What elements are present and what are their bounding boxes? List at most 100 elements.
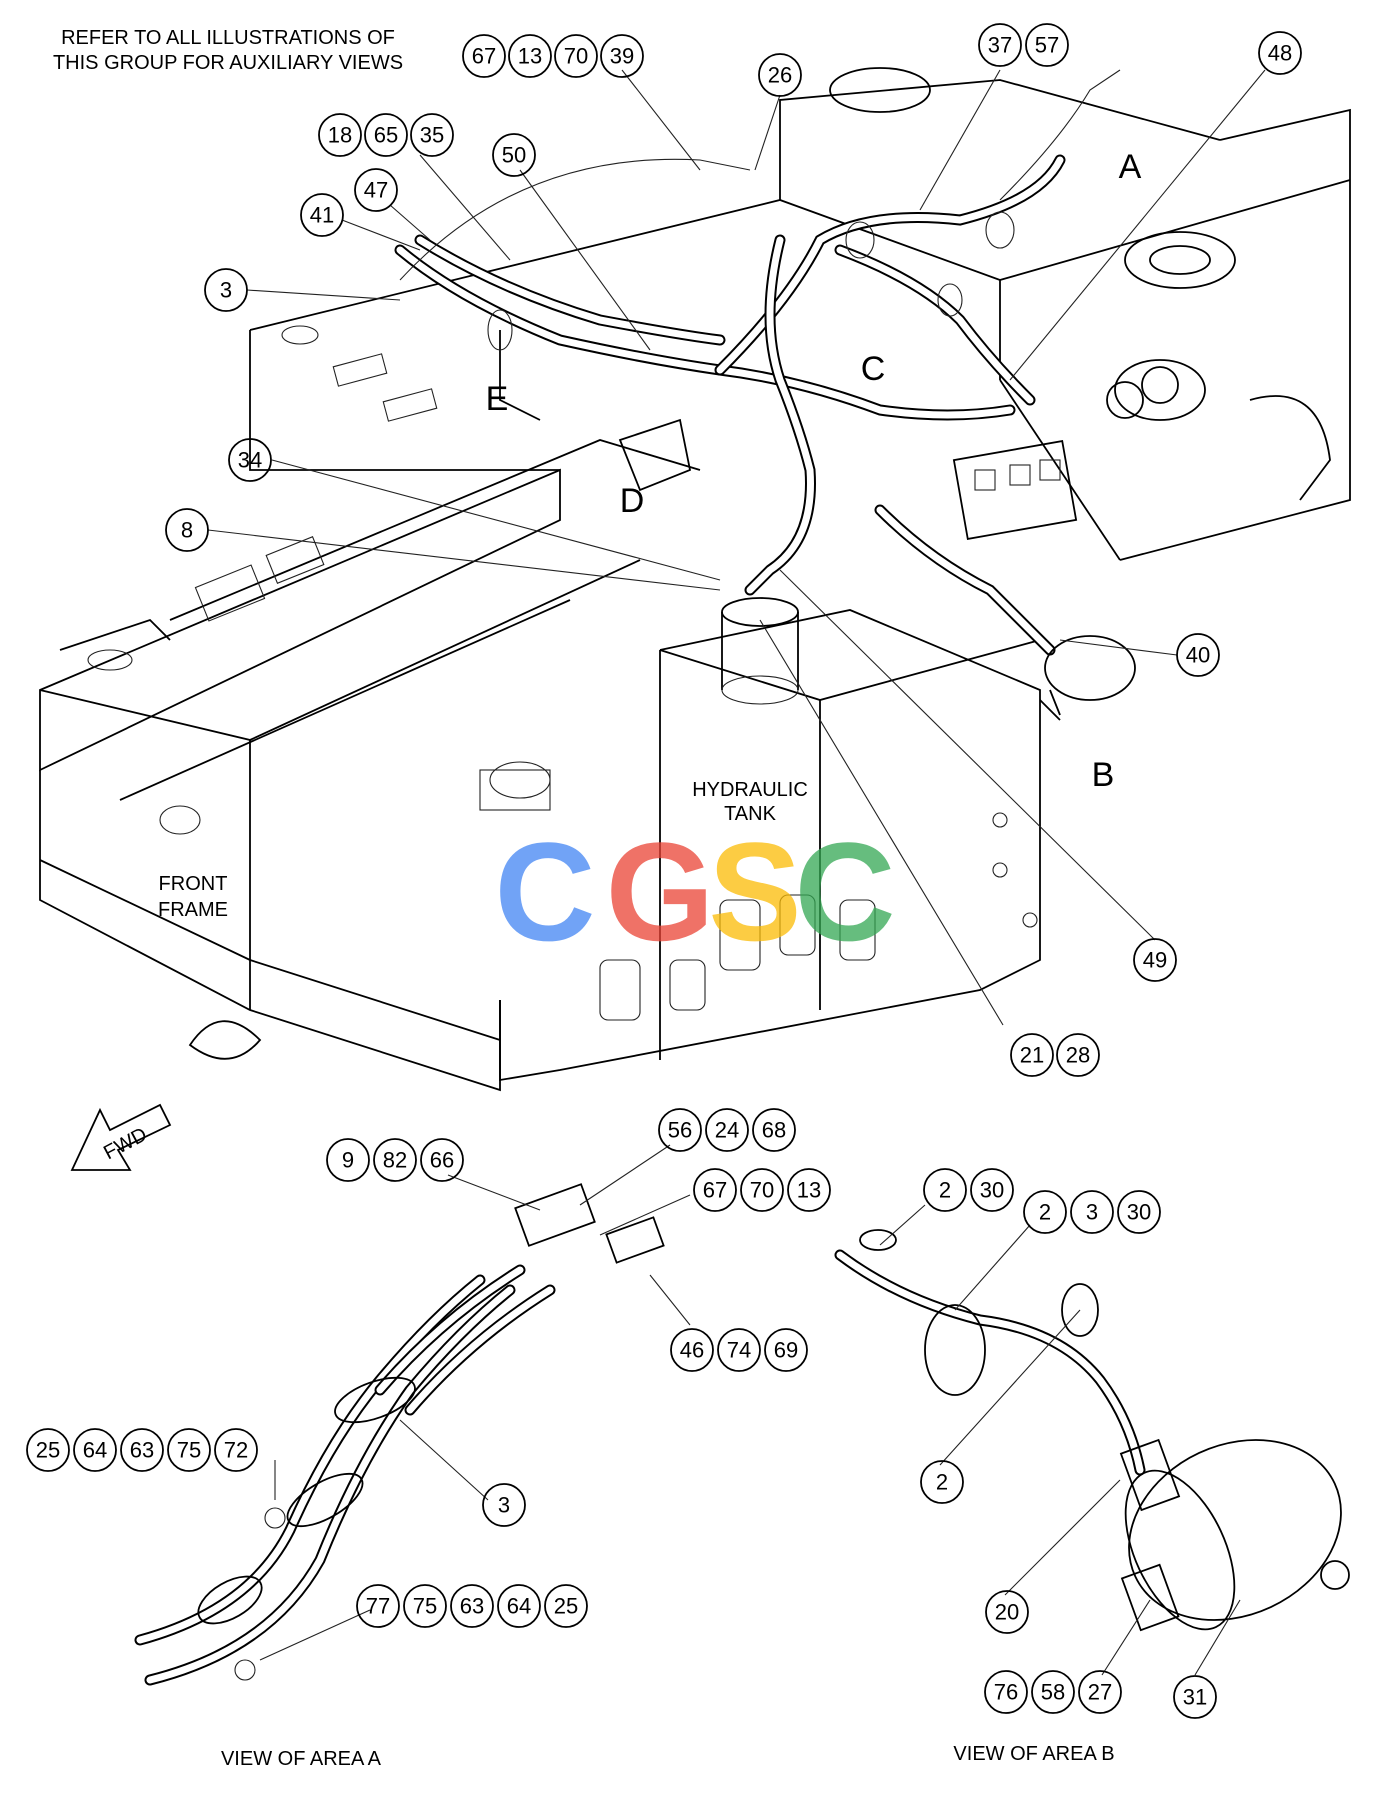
header-note-line-1: REFER TO ALL ILLUSTRATIONS OF [61, 27, 395, 49]
watermark-letter: G [606, 813, 715, 970]
callout-group-g25: 20 [985, 1590, 1029, 1634]
callout-number: 13 [797, 1178, 821, 1203]
callout-group-g27: 31 [1173, 1675, 1217, 1719]
callout-number: 2 [939, 1178, 951, 1203]
watermark-letter: C [794, 813, 895, 970]
callout-number: 41 [310, 203, 334, 228]
callout-number: 67 [703, 1178, 727, 1203]
callout-number: 82 [383, 1148, 407, 1173]
callout-number: 74 [727, 1338, 751, 1363]
callout-number: 20 [995, 1600, 1019, 1625]
callout-number: 56 [668, 1118, 692, 1143]
callout-number: 30 [980, 1178, 1004, 1203]
callout-number: 48 [1268, 41, 1292, 66]
callout-number: 70 [750, 1178, 774, 1203]
callout-number: 64 [83, 1438, 107, 1463]
watermark-letter: S [708, 813, 801, 970]
area-letter-d: D [620, 482, 645, 520]
callout-number: 46 [680, 1338, 704, 1363]
callout-number: 57 [1035, 33, 1059, 58]
callout-number: 21 [1020, 1043, 1044, 1068]
callout-group-g21: 77 75 63 64 25 [356, 1584, 588, 1628]
callout-number: 49 [1143, 948, 1167, 973]
view-area-a-artwork [134, 1183, 665, 1686]
callout-number: 37 [988, 33, 1012, 58]
callout-number: 2 [936, 1470, 948, 1495]
callout-group-g7: 47 [354, 168, 398, 212]
callout-number: 58 [1041, 1680, 1065, 1705]
callout-number: 68 [762, 1118, 786, 1143]
callout-group-g22: 2 30 [923, 1168, 1014, 1212]
callout-number: 50 [502, 143, 526, 168]
callout-number: 69 [774, 1338, 798, 1363]
callout-number: 3 [1086, 1200, 1098, 1225]
callout-number: 27 [1088, 1680, 1112, 1705]
hydraulic-tank-label-line-2: TANK [724, 803, 777, 825]
callout-number: 39 [610, 44, 634, 69]
callout-group-g10: 34 [228, 438, 272, 482]
callout-number: 31 [1183, 1685, 1207, 1710]
view-area-a-caption: VIEW OF AREA A [221, 1748, 382, 1770]
area-letter-e: E [486, 380, 509, 418]
callout-number: 26 [768, 63, 792, 88]
callout-group-g1: 67 13 70 39 [462, 34, 644, 78]
callout-number: 66 [430, 1148, 454, 1173]
area-letter-b: B [1092, 756, 1115, 794]
front-frame-label-line-2: FRAME [158, 899, 228, 921]
fwd-label: FWD [100, 1123, 151, 1164]
text-labels: REFER TO ALL ILLUSTRATIONS OF THIS GROUP… [53, 27, 1142, 1770]
callout-number: 25 [36, 1438, 60, 1463]
callout-group-g17: 67 70 13 [693, 1168, 831, 1212]
callout-number: 77 [366, 1594, 390, 1619]
callout-number: 75 [413, 1594, 437, 1619]
watermark-letter: C [494, 813, 595, 970]
area-letter-a: A [1119, 148, 1142, 186]
callout-number: 70 [564, 44, 588, 69]
callout-number: 65 [374, 123, 398, 148]
callout-group-g20: 3 [482, 1483, 526, 1527]
callout-group-g16: 9 82 66 [326, 1138, 464, 1182]
callout-number: 75 [177, 1438, 201, 1463]
callout-group-g24: 2 [920, 1460, 964, 1504]
hose-routing [394, 69, 1136, 721]
callout-group-g19: 25 64 63 75 72 [26, 1428, 258, 1472]
callout-number: 67 [472, 44, 496, 69]
callouts: 67 13 70 39 26 37 57 48 18 65 35 50 47 4… [26, 23, 1302, 1719]
callout-number: 2 [1039, 1200, 1051, 1225]
callout-group-g23: 2 3 30 [1023, 1190, 1161, 1234]
frame-artwork [39, 67, 1351, 1092]
watermark-logo: C G S C [494, 813, 895, 970]
callout-group-g6: 50 [492, 133, 536, 177]
front-frame-label-line-1: FRONT [159, 873, 228, 895]
callout-group-g14: 21 28 [1010, 1033, 1100, 1077]
callout-group-g4: 48 [1258, 31, 1302, 75]
leader-lines [207, 69, 1266, 1676]
view-area-b-artwork [834, 1229, 1350, 1632]
callout-number: 9 [342, 1148, 354, 1173]
callout-group-g12: 40 [1176, 633, 1220, 677]
callout-group-g26: 76 58 27 [984, 1670, 1122, 1714]
callout-number: 76 [994, 1680, 1018, 1705]
area-letter-c: C [861, 350, 886, 388]
callout-group-g11: 8 [165, 508, 209, 552]
callout-number: 18 [328, 123, 352, 148]
callout-group-g13: 49 [1133, 938, 1177, 982]
hydraulic-tank-label-line-1: HYDRAULIC [692, 779, 808, 801]
callout-group-g15: 56 24 68 [658, 1108, 796, 1152]
callout-number: 24 [715, 1118, 739, 1143]
callout-number: 28 [1066, 1043, 1090, 1068]
callout-number: 63 [460, 1594, 484, 1619]
callout-number: 3 [220, 278, 232, 303]
forward-arrow: FWD [70, 1103, 172, 1171]
callout-number: 35 [420, 123, 444, 148]
callout-number: 34 [238, 448, 262, 473]
callout-number: 72 [224, 1438, 248, 1463]
callout-group-g2: 26 [758, 53, 802, 97]
callout-group-g8: 41 [300, 193, 344, 237]
view-area-b-caption: VIEW OF AREA B [953, 1743, 1114, 1765]
callout-number: 64 [507, 1594, 531, 1619]
callout-group-g18: 46 74 69 [670, 1328, 808, 1372]
callout-number: 8 [181, 518, 193, 543]
header-note-line-2: THIS GROUP FOR AUXILIARY VIEWS [53, 52, 403, 74]
